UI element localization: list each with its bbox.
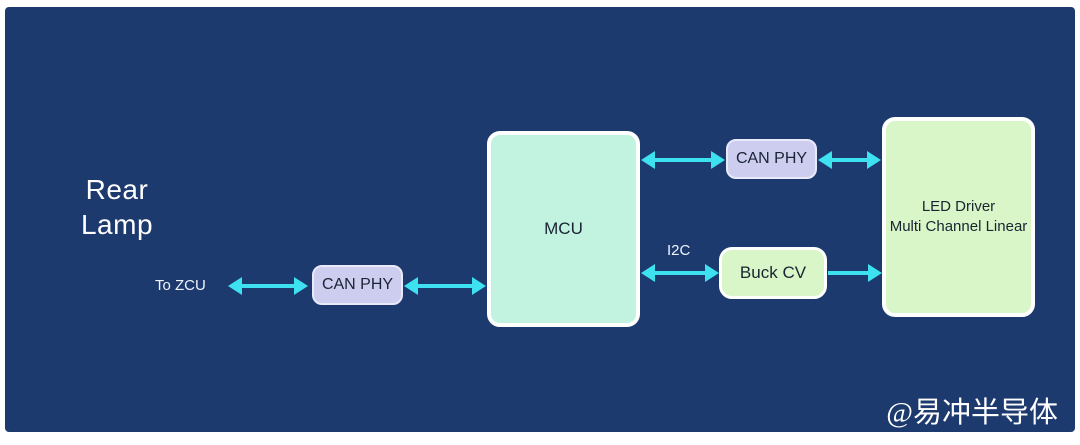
arrowhead-right-icon xyxy=(472,277,486,295)
arrowhead-left-icon xyxy=(641,264,655,282)
arrow-shaft xyxy=(829,158,870,162)
arrowhead-left-icon xyxy=(228,277,242,295)
node-buck-cv-label: Buck CV xyxy=(739,263,807,282)
arrow-mcu-to-canphy-right xyxy=(641,151,725,169)
arrowhead-right-icon xyxy=(867,151,881,169)
arrow-mcu-to-buckcv xyxy=(641,264,719,282)
diagram-title: Rear Lamp xyxy=(67,172,167,242)
node-can-phy-left: CAN PHY xyxy=(312,265,403,305)
arrowhead-left-icon xyxy=(641,151,655,169)
arrow-canphy-to-mcu xyxy=(404,277,486,295)
arrowhead-right-icon xyxy=(711,151,725,169)
i2c-label: I2C xyxy=(667,242,691,259)
arrowhead-right-icon xyxy=(868,264,882,282)
arrow-shaft xyxy=(652,271,708,275)
arrowhead-left-icon xyxy=(818,151,832,169)
node-can-phy-right: CAN PHY xyxy=(726,139,817,179)
arrow-canphy-right-to-leddriver xyxy=(818,151,881,169)
node-mcu-label: MCU xyxy=(544,219,583,238)
node-mcu: MCU xyxy=(487,131,640,327)
title-line-2: Lamp xyxy=(80,209,154,240)
node-led-driver: LED Driver Multi Channel Linear xyxy=(882,117,1035,317)
node-buck-cv: Buck CV xyxy=(719,247,827,299)
arrow-shaft xyxy=(415,284,475,288)
node-led-driver-label-line-1: LED Driver xyxy=(921,198,996,215)
arrowhead-right-icon xyxy=(294,277,308,295)
to-zcu-label: To ZCU xyxy=(155,277,206,294)
arrow-buckcv-to-leddriver xyxy=(828,264,882,282)
arrowhead-right-icon xyxy=(705,264,719,282)
arrow-zcu-to-canphy xyxy=(228,277,308,295)
arrow-shaft xyxy=(652,158,714,162)
node-led-driver-label-line-2: Multi Channel Linear xyxy=(889,218,1028,235)
watermark-text: @易冲半导体 xyxy=(886,397,1058,429)
node-can-phy-right-label: CAN PHY xyxy=(735,150,808,167)
title-line-1: Rear xyxy=(85,174,149,205)
arrowhead-left-icon xyxy=(404,277,418,295)
arrow-shaft xyxy=(239,284,297,288)
arrow-shaft xyxy=(828,271,871,275)
node-can-phy-left-label: CAN PHY xyxy=(321,276,394,293)
